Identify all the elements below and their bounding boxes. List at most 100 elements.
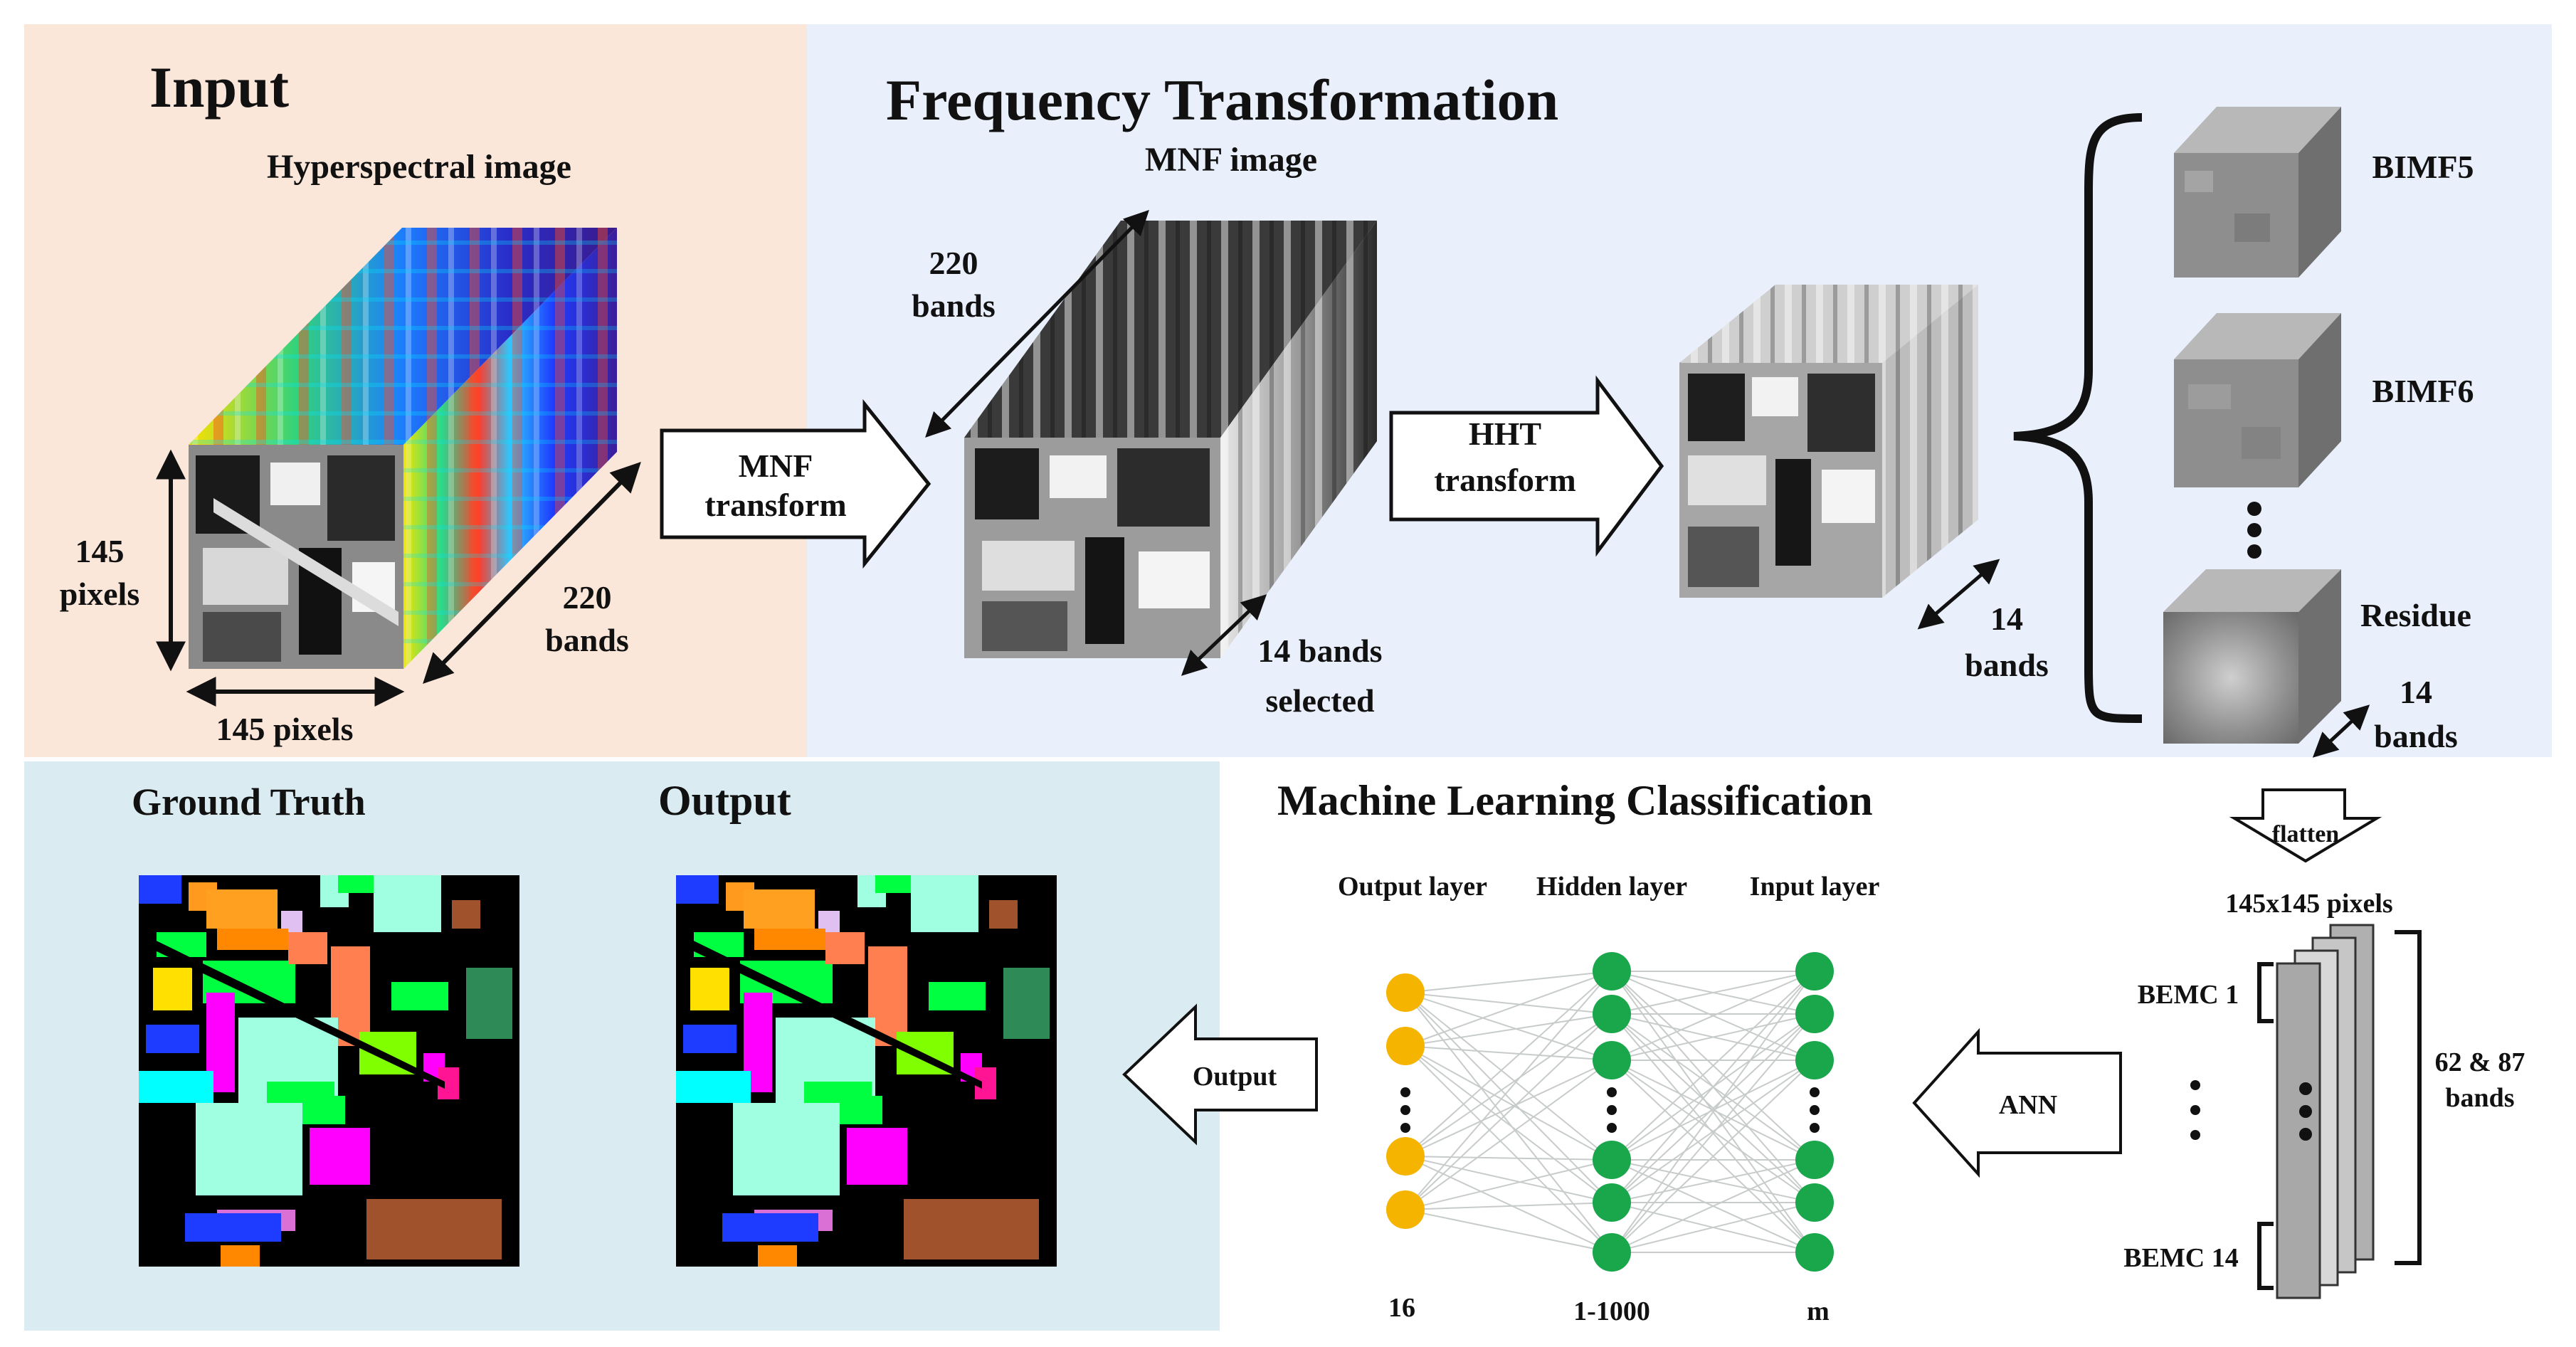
class-region [153, 968, 192, 1010]
depth-arrow [423, 462, 641, 684]
input-node [1795, 952, 1834, 991]
network-edge [1405, 971, 1612, 1210]
residue-depth-label-1: 14 [2400, 674, 2432, 710]
depth-label-2: bands [545, 622, 629, 658]
network-connections [1405, 971, 1815, 1253]
input-layer-label: Input layer [1750, 872, 1880, 902]
network-edge [1611, 1159, 1815, 1203]
input-node [1795, 1233, 1834, 1272]
decomposition-brace [2013, 113, 2143, 723]
input-count: m [1807, 1296, 1830, 1326]
class-region [683, 1025, 737, 1053]
network-edge [1611, 1202, 1815, 1253]
class-region [676, 875, 719, 904]
neural-network [1386, 952, 1834, 1272]
class-region [754, 929, 825, 950]
hidden-node [1593, 1183, 1631, 1222]
output-node [1386, 1027, 1425, 1065]
residue-label: Residue [2360, 597, 2471, 633]
network-edge [1405, 1013, 1612, 1210]
hht-cube [1679, 285, 1978, 598]
network-edge [1611, 1159, 1815, 1253]
hidden-layer-label: Hidden layer [1536, 872, 1687, 902]
hht-arrow-label-2: transform [1434, 462, 1575, 498]
output-arrow: Output [1122, 1003, 1318, 1146]
road-stripe [139, 932, 445, 1089]
input-node [1795, 1183, 1834, 1222]
ml-heading: Machine Learning Classification [1277, 777, 1873, 824]
network-edge [1405, 1045, 1612, 1061]
ann-arrow: ANN [1912, 1028, 2122, 1178]
class-region [466, 968, 512, 1039]
hht-transform-arrow: HHT transform [1389, 375, 1664, 557]
bemc14-label: BEMC 14 [2123, 1243, 2239, 1273]
class-region [904, 1199, 1039, 1259]
mnf-image-title: MNF image [1145, 141, 1317, 179]
class-region [989, 900, 1018, 929]
network-edge [1405, 992, 1612, 1061]
bands-bracket [2395, 930, 2422, 1265]
hidden-node [1593, 995, 1631, 1033]
network-edge [1405, 1013, 1612, 1047]
flatten-label: flatten [2272, 821, 2340, 847]
hidden-node [1593, 1041, 1631, 1079]
network-edge [1611, 1060, 1815, 1161]
network-edge [1611, 971, 1815, 1253]
class-region [217, 929, 288, 950]
hidden-node [1593, 1141, 1631, 1179]
hht-depth-label-2: bands [1965, 647, 2049, 683]
network-edge [1405, 1156, 1612, 1161]
output-count: 16 [1388, 1293, 1415, 1323]
class-region [146, 1025, 199, 1053]
output-label: Output [658, 777, 791, 824]
hidden-count: 1-1000 [1573, 1296, 1650, 1326]
class-region [206, 889, 278, 929]
class-region [139, 875, 181, 904]
network-edge [1405, 1202, 1612, 1210]
bemc1-bracket [2257, 962, 2274, 1023]
network-edge [1405, 1013, 1612, 1157]
network-edge [1611, 971, 1815, 1061]
network-edge [1405, 992, 1612, 1161]
mnf-transform-arrow: MNF transform [660, 398, 931, 569]
bimf6-label: BIMF6 [2372, 373, 2474, 409]
network-edge [1611, 971, 1815, 1203]
class-region [366, 1199, 502, 1259]
bemc-ellipsis [2190, 1080, 2312, 1141]
class-region [847, 1128, 907, 1185]
bands-label-1: 62 & 87 [2435, 1047, 2525, 1077]
ann-label: ANN [1999, 1090, 2057, 1120]
class-region [1003, 968, 1050, 1039]
network-edge [1405, 1209, 1612, 1253]
hht-depth-label-1: 14 [1990, 601, 2023, 637]
class-region [722, 1213, 818, 1242]
network-edge [1405, 1156, 1612, 1253]
residue-cube [2163, 569, 2341, 744]
network-edge [1405, 1060, 1612, 1210]
mnf-arrow-label-2: transform [704, 487, 846, 523]
output-layer-label: Output layer [1338, 872, 1487, 902]
mnf-depth-label-2: bands [912, 287, 996, 324]
class-region [196, 1103, 302, 1195]
class-region [676, 1071, 751, 1103]
height-label-2: pixels [60, 576, 139, 612]
input-node [1795, 1041, 1834, 1079]
network-edge [1405, 1045, 1612, 1203]
hidden-node [1593, 1233, 1631, 1272]
class-region [310, 1128, 370, 1185]
network-edge [1405, 992, 1612, 1253]
network-edge [1611, 1060, 1815, 1203]
flatten-arrow: flatten [2229, 788, 2382, 863]
bemc1-label: BEMC 1 [2138, 980, 2239, 1010]
bimf5-cube [2174, 107, 2341, 278]
class-region [911, 875, 978, 932]
class-region [690, 968, 729, 1010]
network-edge [1405, 1045, 1612, 1253]
component-ellipsis [2247, 502, 2261, 559]
class-region [744, 889, 815, 929]
class-region [139, 1071, 213, 1103]
network-edge [1405, 971, 1612, 1157]
mnf-depth-arrow [925, 210, 1149, 438]
bemc-stack [2276, 924, 2375, 1299]
network-nodes [1386, 952, 1834, 1272]
